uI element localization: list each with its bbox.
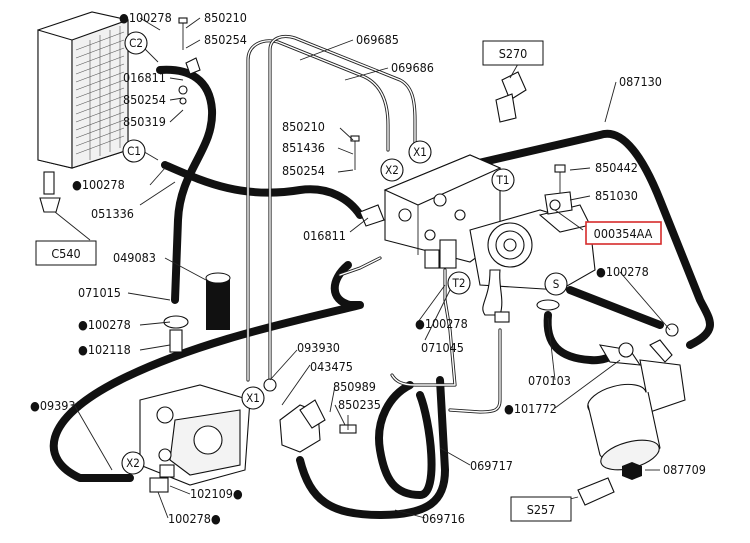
- hydraulic-motor: [139, 384, 251, 486]
- label-087709: 087709: [663, 462, 706, 477]
- part-number-labels: ●100278 850210 850254 069685 069686 0168…: [30, 10, 706, 526]
- callout-s: [544, 272, 568, 296]
- callout-x2-top-text: X2: [385, 163, 399, 177]
- label-851030: 851030: [595, 188, 638, 203]
- callout-x2-top: [380, 158, 404, 182]
- filter-element-049083: [205, 272, 231, 330]
- hose-s-100278: [566, 286, 664, 329]
- callout-t2: [447, 271, 471, 295]
- callout-x2-bottom-text: X2: [126, 456, 140, 470]
- label-051336: 051336: [91, 206, 134, 221]
- label-069685: 069685: [356, 32, 399, 47]
- label-850989: 850989: [333, 379, 376, 394]
- callout-s-text: S: [553, 277, 560, 291]
- label-070103: 070103: [528, 373, 571, 388]
- hose-069717: [375, 381, 436, 499]
- hose-087130: [466, 129, 714, 349]
- label-102118: ●102118: [78, 342, 131, 357]
- label-049083: 049083: [113, 250, 156, 265]
- callout-x1-bottom-text: X1: [246, 391, 260, 405]
- label-100278-e: ●100278: [415, 316, 468, 331]
- label-100278-d: ●100278: [596, 264, 649, 279]
- label-100278-b: ●100278: [72, 177, 125, 192]
- label-850235: 850235: [338, 397, 381, 412]
- label-101772: ●101772: [504, 401, 557, 416]
- callout-circles: [121, 31, 568, 475]
- sensor-s270: [495, 71, 527, 123]
- label-850254-a: 850254: [204, 32, 247, 47]
- box-s270: [482, 40, 544, 66]
- tubes: [246, 34, 502, 414]
- box-texts: S270 C540 S257 000354AA: [51, 46, 652, 517]
- label-093930-b: ●093930: [30, 398, 83, 413]
- label-850210-a: 850210: [204, 10, 247, 25]
- boxed-labels: [35, 40, 662, 522]
- fittings-center: [149, 57, 679, 493]
- label-850319: 850319: [123, 114, 166, 129]
- label-069686: 069686: [391, 60, 434, 75]
- callout-c1-text: C1: [127, 144, 141, 158]
- callout-x1-bottom: [241, 386, 265, 410]
- hose-cooler-c2: [156, 65, 217, 304]
- box-s257: [510, 496, 572, 522]
- label-100278-f: 100278●: [168, 511, 221, 526]
- label-087130: 087130: [619, 74, 662, 89]
- fittings-right: [544, 164, 573, 215]
- callout-letters: C2 C1 X2 X1 T1 T2 S X1 X2: [126, 36, 559, 470]
- callout-x2-bottom: [121, 451, 145, 475]
- box-highlight: [585, 221, 662, 245]
- sensor-s257: [565, 462, 642, 506]
- oil-cooler: [37, 11, 129, 213]
- label-071015: 071015: [78, 285, 121, 300]
- label-016811-b: 016811: [303, 228, 346, 243]
- label-850442: 850442: [595, 160, 638, 175]
- callout-t1: [491, 168, 515, 192]
- label-850210-b: 850210: [282, 119, 325, 134]
- callout-c2: [124, 31, 148, 55]
- label-102109: 102109●: [190, 486, 243, 501]
- label-850254-b: 850254: [123, 92, 166, 107]
- callout-t1-text: T1: [496, 173, 510, 187]
- callout-c1: [122, 139, 146, 163]
- label-071045: 071045: [421, 340, 464, 355]
- label-100278-a: ●100278: [119, 10, 172, 25]
- hose-069716: [296, 376, 449, 519]
- callout-t2-text: T2: [452, 276, 466, 290]
- box-c540-text: C540: [51, 246, 80, 261]
- oil-filter: [587, 339, 686, 471]
- label-016811-a: 016811: [123, 70, 166, 85]
- label-850254-c: 850254: [282, 163, 325, 178]
- hydraulic-pump: [469, 204, 596, 323]
- hose-long-left: [49, 261, 364, 482]
- callout-x1-top-text: X1: [413, 145, 427, 159]
- label-851436: 851436: [282, 140, 325, 155]
- hose-cooler-c1: [161, 161, 364, 219]
- callout-x1-top: [408, 140, 432, 164]
- box-s270-text: S270: [499, 46, 528, 61]
- box-highlight-text: 000354AA: [594, 226, 653, 241]
- hoses: [49, 65, 714, 519]
- callout-c2-text: C2: [129, 36, 143, 50]
- box-s257-text: S257: [527, 502, 556, 517]
- label-069717: 069717: [470, 458, 513, 473]
- label-043475: 043475: [310, 359, 353, 374]
- label-093930-a: 093930: [297, 340, 340, 355]
- label-100278-c: ●100278: [78, 317, 131, 332]
- box-c540: [35, 240, 97, 266]
- label-069716: 069716: [422, 511, 465, 526]
